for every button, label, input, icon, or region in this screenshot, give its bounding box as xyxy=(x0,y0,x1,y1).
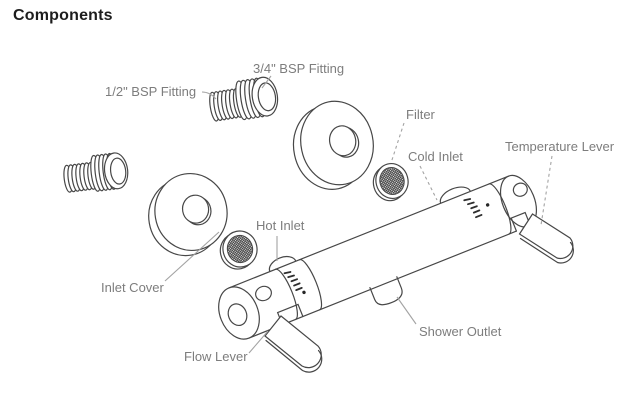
leader-inlet-cover xyxy=(164,231,220,282)
body-button xyxy=(255,285,272,302)
leader-filter xyxy=(390,122,405,164)
label-flow-lever: Flow Lever xyxy=(184,349,248,364)
label-three-quarter-bsp-fitting: 3/4" BSP Fitting xyxy=(253,61,344,76)
leader-shower-outlet xyxy=(396,296,417,325)
leader-flow-lever xyxy=(248,330,269,354)
filter-right-drawing xyxy=(372,162,409,202)
leader-half-bsp xyxy=(201,91,217,100)
left-cap-bore xyxy=(227,303,248,327)
valve-body-drawing xyxy=(218,174,537,340)
bsp-fitting-left-drawing xyxy=(63,152,129,193)
label-shower-outlet: Shower Outlet xyxy=(419,324,502,339)
temperature-lever-slot xyxy=(510,211,531,232)
leader-cold-inlet xyxy=(419,165,438,201)
part-labels: 1/2" BSP Fitting 3/4" BSP Fitting Filter… xyxy=(101,61,615,364)
page-title: Components xyxy=(13,7,113,24)
label-hot-inlet: Hot Inlet xyxy=(256,218,305,233)
label-half-bsp-fitting: 1/2" BSP Fitting xyxy=(105,84,196,99)
filter-left-drawing xyxy=(219,230,258,270)
label-temperature-lever: Temperature Lever xyxy=(505,139,615,154)
inlet-cover-right-drawing xyxy=(292,100,374,190)
inlet-cover-left-drawing xyxy=(148,172,228,257)
end-cap-button xyxy=(512,182,528,197)
label-filter: Filter xyxy=(406,107,436,122)
label-inlet-cover: Inlet Cover xyxy=(101,280,165,295)
leader-lines xyxy=(164,75,553,354)
shower-outlet-thread xyxy=(369,276,403,306)
cold-collar-scale xyxy=(463,198,490,219)
leader-three-quarter-bsp xyxy=(261,75,272,89)
bsp-fitting-top-drawing xyxy=(209,76,279,122)
leader-temperature-lever xyxy=(540,155,553,226)
flow-lever-drawing xyxy=(264,315,323,373)
temperature-lever-drawing xyxy=(518,213,574,264)
hot-collar-scale xyxy=(283,271,306,295)
label-cold-inlet: Cold Inlet xyxy=(408,149,463,164)
